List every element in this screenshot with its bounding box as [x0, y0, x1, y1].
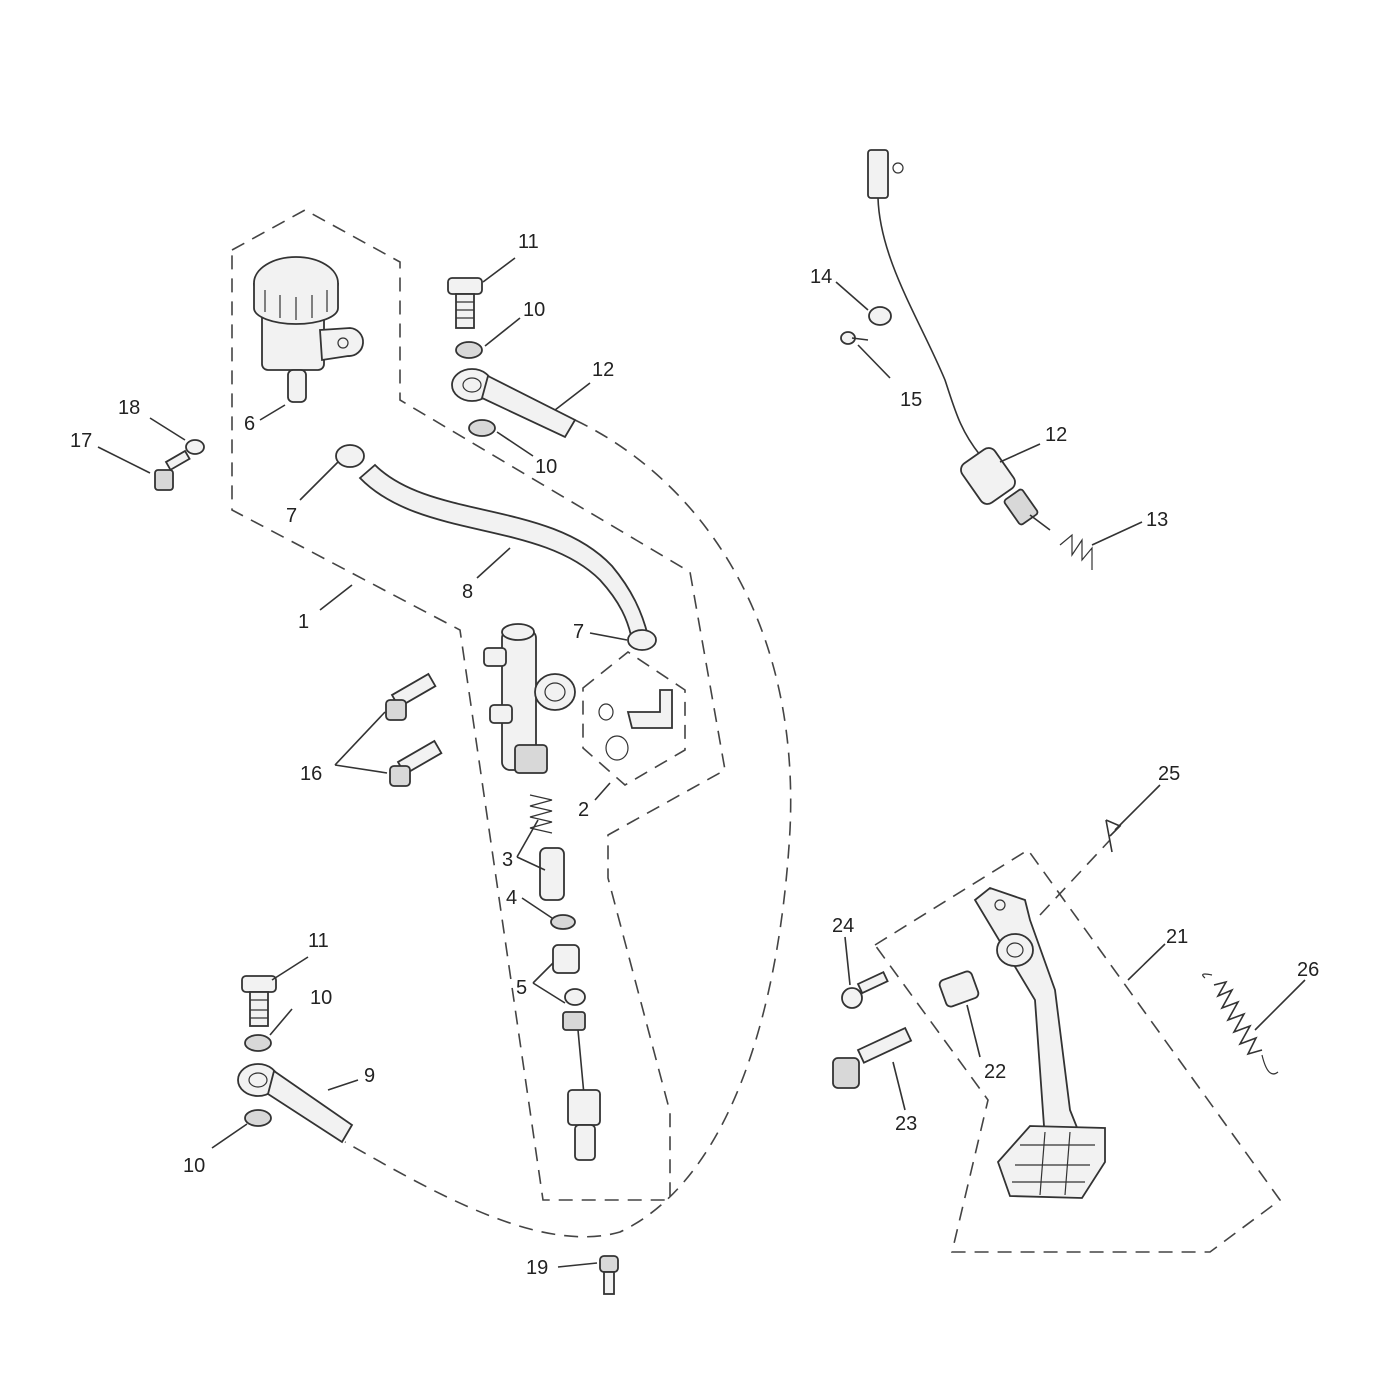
callout-17: 17 [70, 430, 92, 452]
spring-and-piston-3-part [529, 794, 565, 901]
callout-26: 26 [1297, 959, 1319, 981]
assembly-outline-fitting-kit [582, 651, 686, 786]
assembly-outline-brake-pedal [874, 848, 1282, 1253]
bolt-17-part [154, 449, 191, 491]
pushrod-5-part [552, 944, 601, 1161]
banjo-hose-9-part [237, 1063, 354, 1144]
callout-7-top: 7 [286, 505, 297, 527]
callout-22: 22 [984, 1061, 1006, 1083]
banjo-hose-12-top-part [451, 368, 577, 439]
callout-14: 14 [810, 266, 832, 288]
callout-labels: 1 2 3 4 5 6 7 7 8 9 10 10 10 10 11 11 12… [70, 231, 1319, 1279]
bush-22-part [938, 970, 980, 1008]
o-ring-4-part [550, 914, 576, 930]
callout-8: 8 [462, 581, 473, 603]
callout-24: 24 [832, 915, 854, 937]
assembly-outline-master-cylinder [231, 209, 726, 1201]
spring-13-part [1059, 533, 1093, 570]
hose-route-dashed-line [344, 419, 792, 1238]
bolts-16-part [385, 672, 443, 787]
callout-21: 21 [1166, 926, 1188, 948]
callout-4: 4 [506, 887, 517, 909]
bolt-19-part [599, 1255, 619, 1295]
split-pin-guide-line [1039, 839, 1111, 916]
brake-light-switch-12-part [867, 149, 1051, 531]
master-cylinder-body-part [483, 623, 576, 774]
callout-1: 1 [298, 611, 309, 633]
washer-10-bottom-b-part [244, 1109, 272, 1127]
callout-11-bottom: 11 [308, 930, 329, 952]
washer-10-top-b-part [468, 419, 496, 437]
callout-16: 16 [300, 763, 322, 785]
callout-10-bottom-a: 10 [310, 987, 332, 1009]
callout-9: 9 [364, 1065, 375, 1087]
clip-14-part [868, 306, 892, 326]
banjo-bolt-11-bottom-part [241, 975, 277, 1027]
brake-pedal-21-part [973, 886, 1106, 1199]
callout-15: 15 [900, 389, 922, 411]
pin-15-part [840, 331, 869, 345]
callout-23: 23 [895, 1113, 917, 1135]
banjo-bolt-11-top-part [447, 277, 483, 329]
leader-lines [97, 257, 1306, 1268]
callout-10-top-a: 10 [523, 299, 545, 321]
callout-18: 18 [118, 397, 140, 419]
return-spring-26-part [1202, 973, 1279, 1075]
callout-12-top: 12 [592, 359, 614, 381]
callout-12-switch: 12 [1045, 424, 1067, 446]
callout-7-lower: 7 [573, 621, 584, 643]
callout-6: 6 [244, 413, 255, 435]
hose-clip-7-lower-part [627, 629, 657, 651]
fitting-2-part [598, 689, 673, 761]
reservoir-part [253, 256, 364, 403]
clevis-pin-24-part [841, 970, 889, 1009]
washer-18-part [185, 439, 205, 455]
callout-5: 5 [516, 977, 527, 999]
washer-10-top-a-part [455, 341, 483, 359]
callout-10-bottom-b: 10 [183, 1155, 205, 1177]
pivot-bolt-23-part [832, 1026, 913, 1089]
split-pin-25-part [1105, 819, 1122, 853]
callout-11-top: 11 [518, 231, 539, 253]
callout-19: 19 [526, 1257, 548, 1279]
callout-10-top-b: 10 [535, 456, 557, 478]
washer-10-bottom-a-part [244, 1034, 272, 1052]
callout-3: 3 [502, 849, 513, 871]
callout-2: 2 [578, 799, 589, 821]
callout-13: 13 [1146, 509, 1168, 531]
hose-clip-7-top-part [335, 444, 365, 468]
callout-25: 25 [1158, 763, 1180, 785]
